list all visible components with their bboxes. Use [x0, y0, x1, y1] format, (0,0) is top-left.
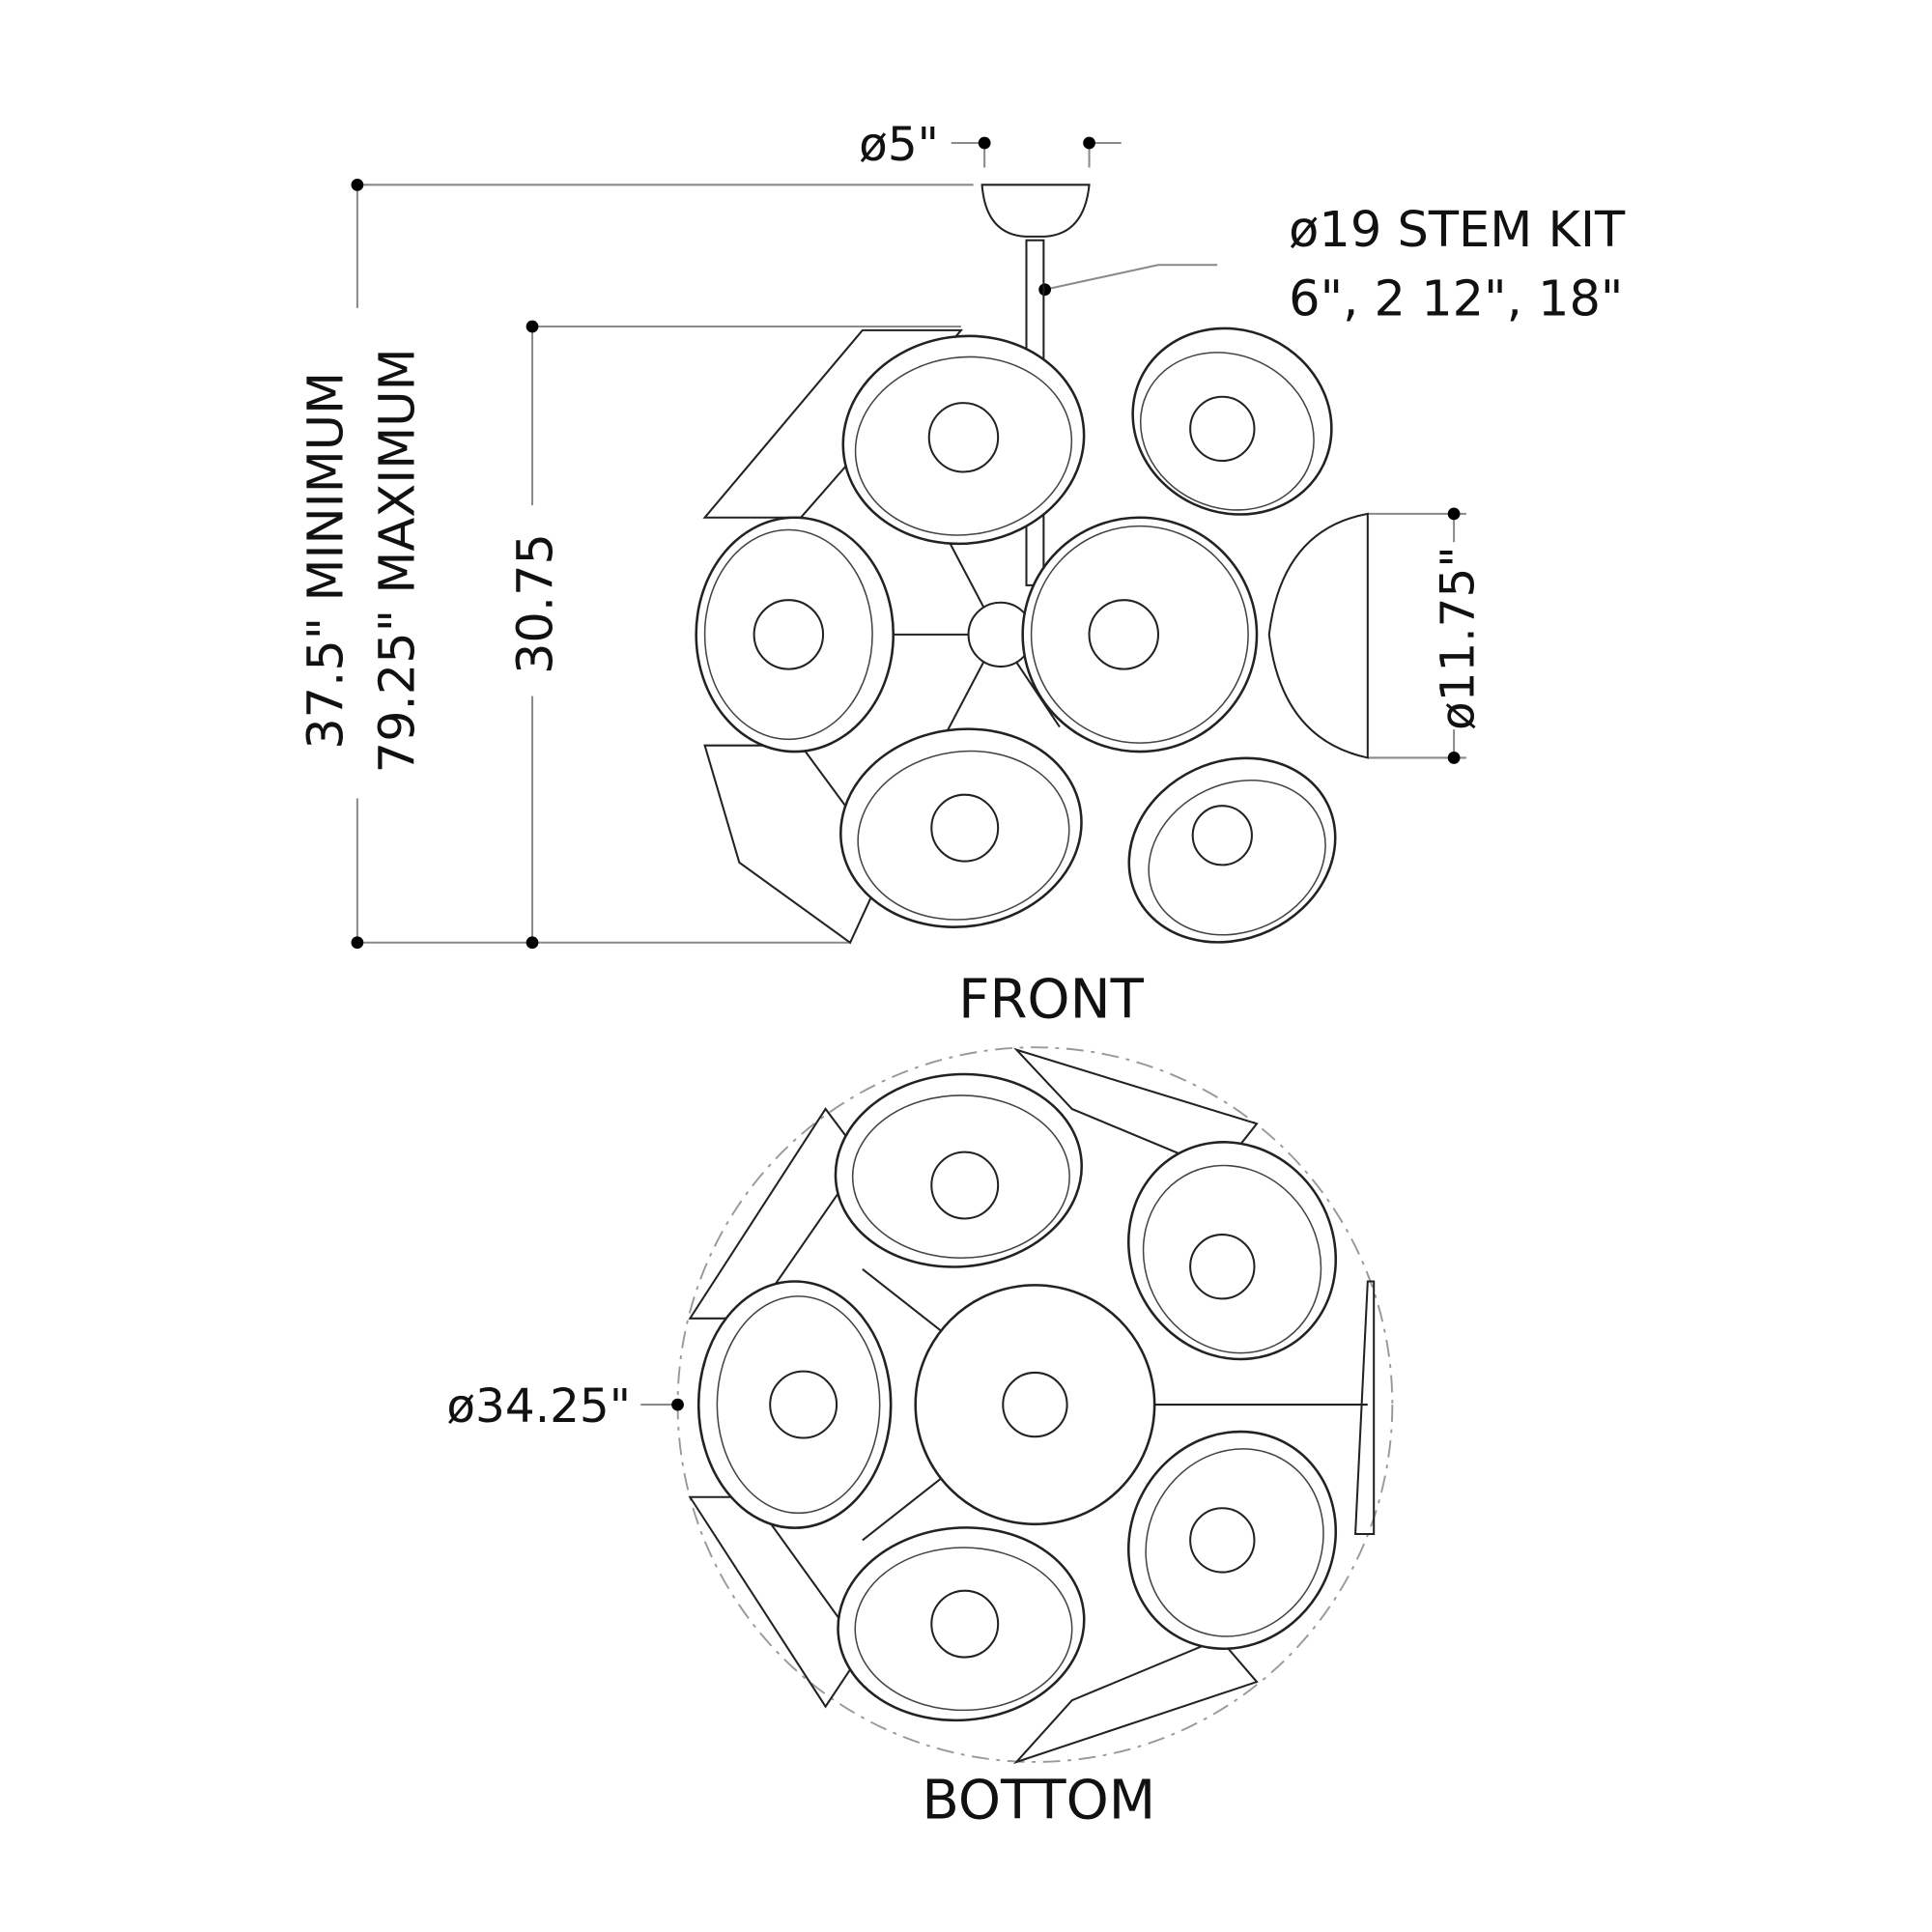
shade-center: [1021, 516, 1259, 753]
stem-kit-title: ø19 STEM KIT: [1289, 202, 1626, 259]
overall-height-dimension: 37.5" MINIMUM 79.25" MAXIMUM: [298, 178, 974, 950]
bshade-center: [914, 1284, 1156, 1526]
shade-bottom-left: [839, 727, 1083, 928]
bottom-diameter-label: ø34.25": [446, 1379, 631, 1434]
shade-diameter-dimension: ø11.75": [1367, 507, 1486, 764]
shade-bottom-right: [1127, 756, 1337, 944]
bshade-top: [834, 1072, 1083, 1268]
shade-diameter-label: ø11.75": [1432, 546, 1486, 730]
bshade-bottom-right: [1127, 1430, 1338, 1650]
stem-kit-callout: ø19 STEM KIT 6", 2 12", 18": [1038, 202, 1626, 328]
bshade-top-right: [1127, 1141, 1338, 1361]
bottom-fixture: ø34.25" BOTTOM: [446, 1046, 1394, 1833]
overall-max-label: 79.25" MAXIMUM: [370, 348, 427, 773]
shade-top-left: [841, 334, 1086, 546]
front-view-label: FRONT: [958, 969, 1144, 1032]
body-height-dimension: 30.75: [507, 320, 961, 950]
bshade-bottom-left: [837, 1526, 1086, 1722]
bottom-view-label: BOTTOM: [922, 1770, 1155, 1833]
bottom-diameter-dimension: ø34.25": [446, 1379, 684, 1434]
shade-left: [695, 516, 895, 753]
body-height-label: 30.75: [507, 533, 564, 674]
stem-kit-lengths: 6", 2 12", 18": [1289, 271, 1623, 328]
canopy-dimension: ø5": [859, 118, 1122, 172]
canopy-diameter-label: ø5": [859, 118, 939, 172]
overall-min-label: 37.5" MINIMUM: [298, 372, 355, 750]
shade-top-right: [1131, 327, 1333, 516]
bshade-left: [696, 1280, 893, 1529]
canopy: [980, 184, 1091, 238]
front-fixture: FRONT: [695, 184, 1369, 1032]
